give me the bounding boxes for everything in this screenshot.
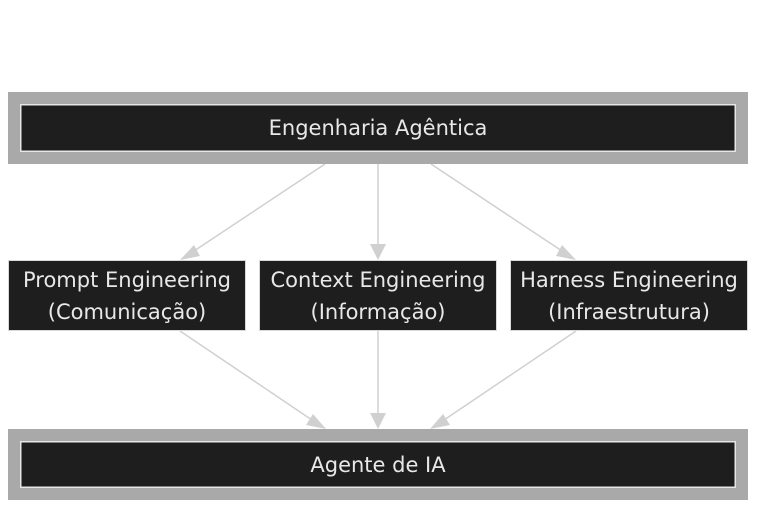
node-label-title: Prompt Engineering: [22, 267, 231, 292]
node-agente-de-ia: Agente de IA: [8, 429, 748, 500]
node-label-subtitle: (Infraestrutura): [548, 299, 710, 324]
node-label: Agente de IA: [310, 452, 446, 477]
node-harness-engineering: Harness Engineering (Infraestrutura): [510, 260, 748, 331]
node-context-engineering: Context Engineering (Informação): [259, 260, 497, 331]
edges-layer: [179, 163, 577, 429]
node-label-subtitle: (Informação): [310, 299, 446, 324]
node-label-title: Context Engineering: [270, 267, 486, 292]
edge-context-to-agent: [370, 331, 386, 429]
node-engenharia-agentica: Engenharia Agêntica: [8, 92, 748, 164]
edge-root-to-context: [370, 164, 386, 260]
node-label: Engenharia Agêntica: [268, 116, 488, 140]
node-prompt-engineering: Prompt Engineering (Comunicação): [8, 260, 246, 331]
edge-harness-to-agent: [430, 330, 577, 429]
edge-root-to-harness: [430, 163, 576, 260]
edge-prompt-to-agent: [179, 330, 326, 429]
edge-root-to-prompt: [180, 163, 326, 260]
node-label-subtitle: (Comunicação): [47, 299, 207, 324]
node-label-title: Harness Engineering: [520, 267, 738, 292]
